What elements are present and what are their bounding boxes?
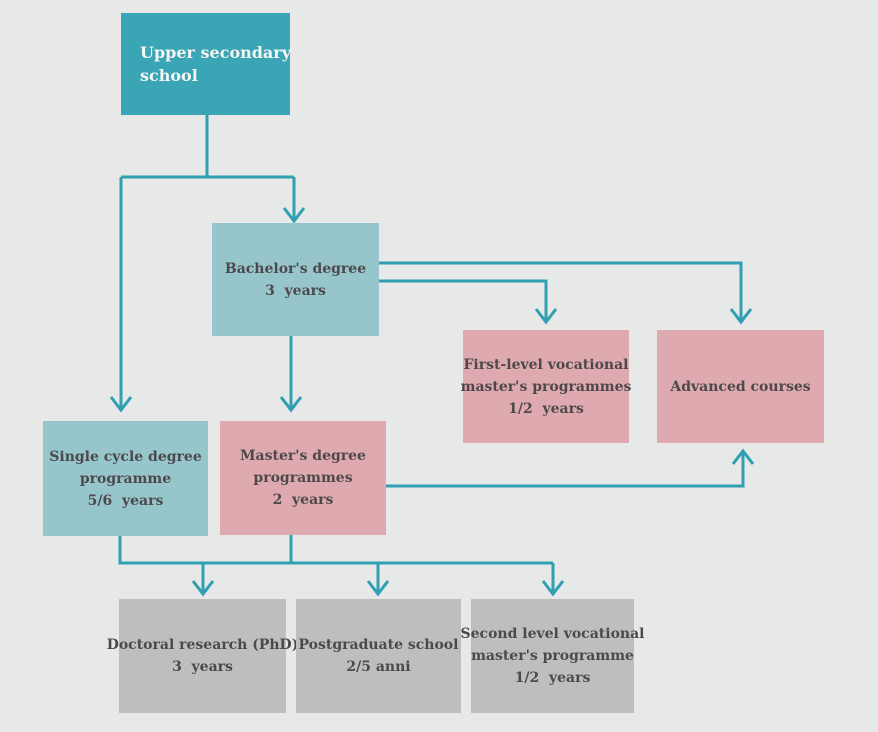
node-label-line: Master's degree bbox=[240, 448, 366, 464]
node-label-line: 3 years bbox=[172, 659, 233, 675]
node-label-line: 1/2 years bbox=[514, 670, 591, 686]
node-label-line: Postgraduate school bbox=[298, 637, 459, 653]
node-label-line: master's programmes bbox=[460, 378, 632, 395]
arrowhead-down-icon bbox=[366, 580, 390, 597]
node-first-level-vocational-masters: First-level vocational master's programm… bbox=[460, 330, 632, 443]
node-label-line: programmes bbox=[253, 470, 353, 486]
node-label-line: First-level vocational bbox=[463, 356, 629, 373]
node-label-line: 5/6 years bbox=[87, 492, 164, 509]
node-label-line: school bbox=[140, 66, 198, 85]
node-advanced-courses: Advanced courses bbox=[657, 330, 824, 443]
node-label-line: master's programme bbox=[471, 648, 634, 664]
node-single-cycle-degree: Single cycle degree programme 5/6 years bbox=[43, 421, 208, 536]
node-label-line: 1/2 years bbox=[508, 400, 584, 417]
arrowhead-down-icon bbox=[729, 308, 753, 325]
node-label-line: 3 years bbox=[265, 282, 326, 299]
node-label-line: Doctoral research (PhD) bbox=[106, 637, 299, 653]
node-label-line: Second level vocational bbox=[460, 626, 645, 642]
arrowhead-up-icon bbox=[731, 448, 755, 465]
node-upper-secondary-school: Upper secondary school bbox=[121, 13, 292, 115]
edge-bachelors-advanced bbox=[379, 261, 743, 322]
node-bachelors-degree: Bachelor's degree 3 years bbox=[212, 223, 379, 336]
node-label-line: Upper secondary bbox=[140, 43, 292, 62]
arrowhead-down-icon bbox=[109, 396, 133, 413]
node-label-line: 2/5 anni bbox=[346, 659, 411, 675]
node-label-line: Bachelor's degree bbox=[224, 260, 367, 277]
node-postgraduate-school: Postgraduate school 2/5 anni bbox=[296, 599, 461, 713]
node-label-line: Advanced courses bbox=[670, 378, 811, 395]
edge-bachelors-firstlevel bbox=[379, 279, 548, 322]
edge-singlecycle-bus bbox=[118, 536, 553, 565]
node-doctoral-research-phd: Doctoral research (PhD) 3 years bbox=[107, 599, 298, 713]
edge-masters-advanced bbox=[386, 451, 745, 488]
node-label-line: programme bbox=[79, 470, 172, 487]
node-label-line: Single cycle degree bbox=[49, 448, 202, 465]
arrowhead-down-icon bbox=[279, 396, 303, 413]
arrowhead-down-icon bbox=[191, 580, 215, 597]
arrowhead-down-icon bbox=[541, 580, 565, 597]
arrowhead-down-icon bbox=[282, 207, 306, 224]
arrowhead-down-icon bbox=[534, 308, 558, 325]
node-second-level-vocational-masters: Second level vocational master's program… bbox=[461, 599, 644, 713]
node-label-line: 2 years bbox=[272, 492, 334, 508]
node-masters-degree: Master's degree programmes 2 years bbox=[220, 421, 386, 535]
